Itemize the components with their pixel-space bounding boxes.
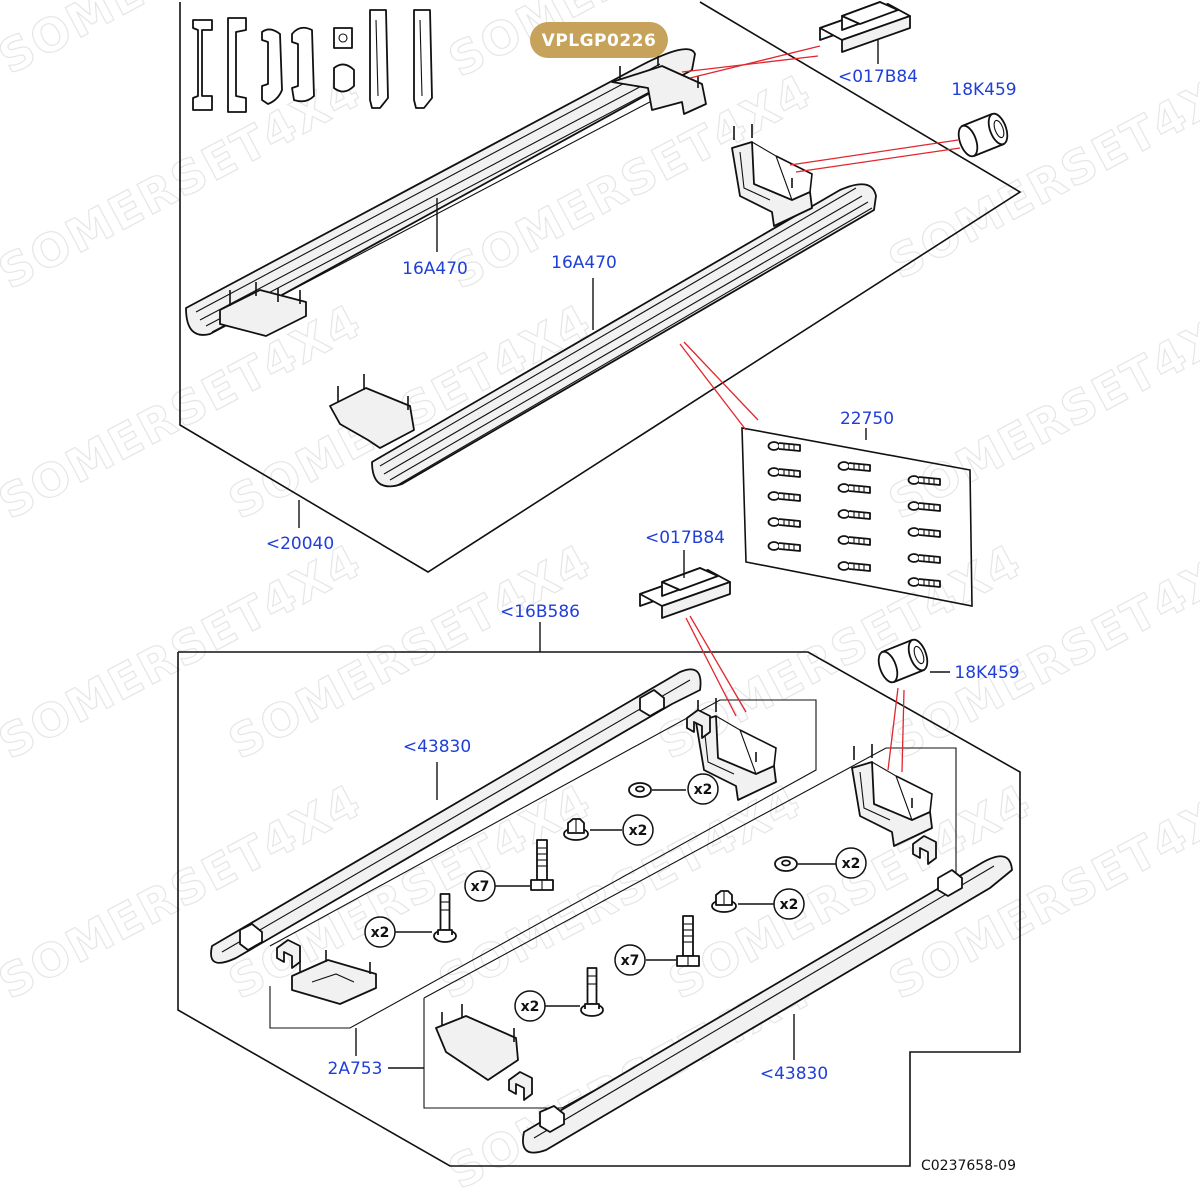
label-22750: 22750 [840,409,894,429]
watermark-text: SOMERSET4X4 [880,293,1200,530]
mounting-bracket-c [291,950,377,1005]
mounting-bracket-d [435,1004,519,1081]
watermark-text: SOMERSET4X4 [880,53,1200,290]
label-18k459-top: 18K459 [951,80,1016,100]
quantity-badges: x2 x2 x7 x2 x2 x2 x7 x2 [364,773,867,1022]
label-2a753: 2A753 [328,1059,383,1079]
qty-washer-left: x2 [694,782,713,798]
kit-code-badge: VPLGP0226 [530,22,668,58]
qty-nut-left: x2 [629,823,648,839]
label-43830-bottom: <43830 [760,1064,828,1084]
watermark-text: SOMERSET4X4 [0,0,370,85]
qty-washer-right: x2 [842,856,861,872]
label-43830-left: <43830 [403,737,471,757]
rivet-set-panel [741,427,973,607]
clip-hardware-set [192,9,433,113]
clip-part [508,1071,533,1101]
fasteners-left [394,782,686,943]
kit-code-text: VPLGP0226 [542,31,657,51]
label-20040: <20040 [266,534,334,554]
watermark-text: SOMERSET4X4 [880,773,1200,1010]
label-16b586: <16B586 [500,602,580,622]
running-board-lower [329,123,877,488]
running-board-upper [185,48,707,337]
qty-bolt-left: x7 [471,879,490,895]
qty-bolt-right: x7 [621,953,640,969]
watermark-text: SOMERSET4X4 [880,533,1200,770]
bottom-leader-lines [355,550,950,1069]
watermark-text: SOMERSET4X4 [0,293,370,530]
label-18k459-mid: 18K459 [954,663,1019,683]
fasteners-right [544,856,836,1017]
sill-finisher-right [522,855,1013,1154]
label-16a470-right: 16A470 [551,253,617,273]
trim-cap-lower [639,567,731,619]
sill-finisher-left [210,668,702,964]
label-017b84-top: <017B84 [838,67,918,87]
trim-cap-upper [819,1,911,53]
label-017b84-mid: <017B84 [645,528,725,548]
diagram-reference-number: C0237658-09 [921,1158,1016,1174]
qty-stud-right: x2 [521,999,540,1015]
qty-nut-right: x2 [780,897,799,913]
top-kit-boundary [179,1,1022,573]
part-callout-labels: <017B84 18K459 16A470 16A470 22750 <2004… [266,67,1020,1084]
top-leader-lines [298,40,961,528]
label-16a470-left: 16A470 [402,259,468,279]
qty-stud-left: x2 [371,925,390,941]
sleeve-upper [954,110,1012,160]
